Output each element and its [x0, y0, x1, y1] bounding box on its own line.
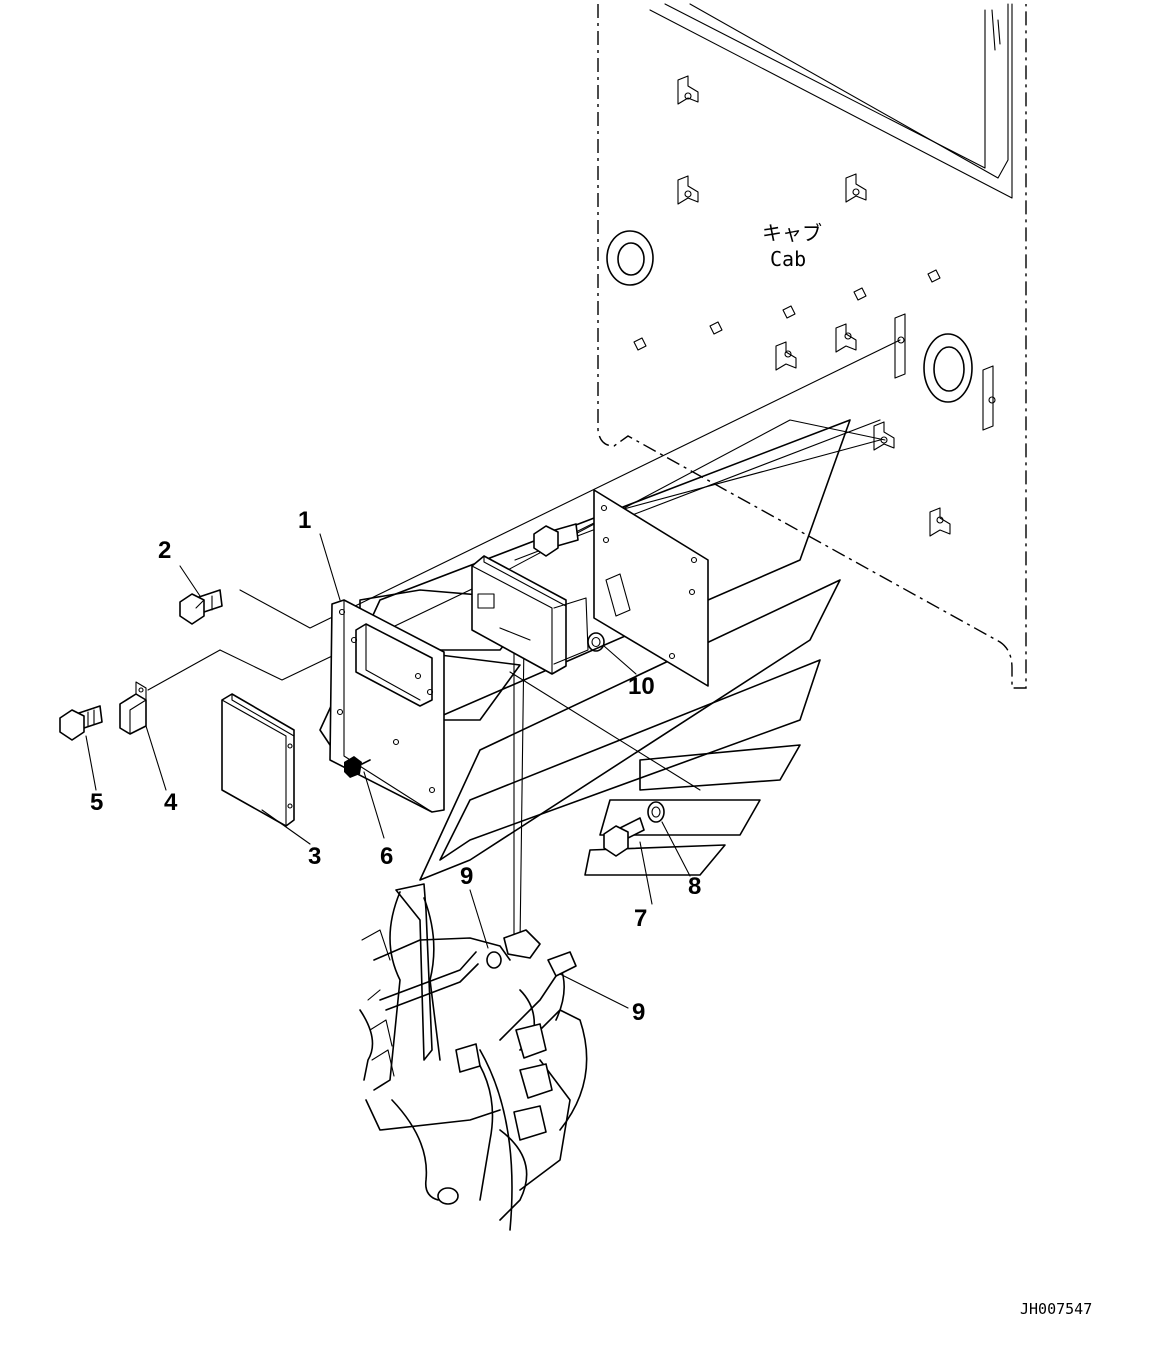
- callout-6: 6: [380, 843, 393, 870]
- controller-box: [221, 693, 295, 827]
- callout-3: 3: [308, 843, 321, 870]
- cab-label-english: Cab: [770, 247, 806, 271]
- callout-leaders: [85, 533, 691, 1009]
- wiring-harness: [359, 883, 588, 1231]
- callout-10: 10: [628, 673, 655, 700]
- callout-5: 5: [90, 789, 103, 816]
- callout-8: 8: [688, 873, 701, 900]
- assembly-leader-lines: [147, 339, 901, 945]
- bracket-plate: [329, 599, 445, 813]
- callout-2: 2: [158, 537, 171, 564]
- installed-controller: [471, 489, 709, 687]
- callout-1: 1: [298, 507, 311, 534]
- bolt-5: [59, 705, 103, 741]
- cab-panel: [597, 3, 1027, 689]
- callout-9-upper: 9: [460, 863, 473, 890]
- washer-8: [647, 801, 665, 823]
- callout-labels: 1 2 3 4 5 6 7 8 9 9 10: [90, 507, 701, 1026]
- cab-label-japanese: キャブ: [762, 221, 822, 245]
- relay-4: [119, 681, 147, 735]
- callout-9-lower: 9: [632, 999, 645, 1026]
- callout-4: 4: [164, 789, 178, 816]
- bolt-plate-install: [533, 523, 579, 557]
- bolt-2: [179, 589, 223, 625]
- bolt-7: [603, 817, 645, 857]
- drawing-code: JH007547: [1020, 1300, 1092, 1318]
- clip-6: [344, 756, 371, 778]
- nut-10: [587, 632, 605, 652]
- callout-7: 7: [634, 905, 647, 932]
